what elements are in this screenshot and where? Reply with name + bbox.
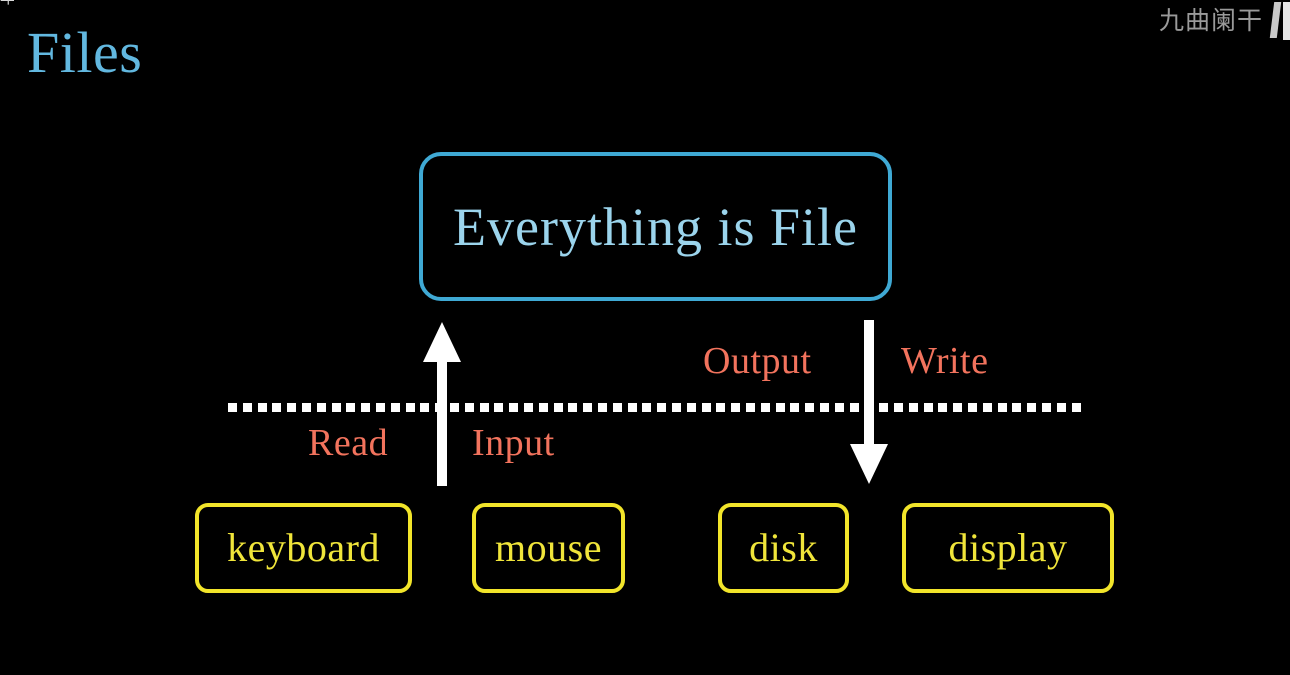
boundary-dot <box>228 403 237 412</box>
boundary-dot <box>450 403 459 412</box>
boundary-dot <box>686 403 696 412</box>
boundary-dot <box>494 403 504 412</box>
boundary-dot <box>938 403 948 412</box>
watermark-logo-bar-left <box>1269 2 1282 38</box>
corner-glyph: 年 <box>0 0 14 7</box>
boundary-dot <box>583 403 593 412</box>
boundary-dot <box>760 403 770 412</box>
flow-label-read: Read <box>308 422 389 464</box>
boundary-dot <box>257 403 267 412</box>
boundary-dot <box>598 403 607 412</box>
boundary-dot <box>524 403 533 412</box>
device-label-display: display <box>948 525 1068 570</box>
boundary-dot <box>376 403 385 412</box>
watermark-logo-icon <box>1266 0 1290 42</box>
boundary-dot <box>1042 403 1051 412</box>
boundary-dot <box>1071 403 1081 412</box>
concept-box-label: Everything is File <box>453 196 858 257</box>
boundary-dot <box>908 403 918 412</box>
flow-label-output: Output <box>703 340 812 382</box>
boundary-dot <box>509 403 519 412</box>
boundary-dot <box>553 403 563 412</box>
concept-box: Everything is File <box>419 152 892 301</box>
boundary-dot <box>316 403 326 412</box>
boundary-dot <box>1056 403 1066 412</box>
device-label-disk: disk <box>749 525 818 570</box>
watermark-logo-bar-right <box>1283 2 1290 40</box>
flow-label-write: Write <box>901 340 989 382</box>
boundary-dot <box>346 403 356 412</box>
boundary-dot <box>731 403 741 412</box>
page-title: Files <box>27 20 143 85</box>
boundary-dot <box>302 403 311 412</box>
output-arrow-down-icon <box>848 320 890 486</box>
boundary-dot <box>805 403 815 412</box>
device-label-mouse: mouse <box>495 525 602 570</box>
boundary-dot <box>272 403 282 412</box>
boundary-dot <box>746 403 755 412</box>
boundary-dot <box>716 403 726 412</box>
boundary-dotted-line <box>228 403 1083 412</box>
boundary-dot <box>331 403 341 412</box>
input-arrow-up-icon <box>421 320 463 486</box>
boundary-dot <box>405 403 415 412</box>
boundary-dot <box>642 403 652 412</box>
boundary-dot <box>790 403 800 412</box>
boundary-dot <box>538 403 548 412</box>
boundary-dot <box>834 403 844 412</box>
boundary-dot <box>997 403 1007 412</box>
boundary-dot <box>287 403 297 412</box>
boundary-dot <box>361 403 371 412</box>
boundary-dot <box>923 403 933 412</box>
device-box-display: display <box>902 503 1114 593</box>
device-box-mouse: mouse <box>472 503 625 593</box>
boundary-dot <box>1012 403 1022 412</box>
device-box-keyboard: keyboard <box>195 503 412 593</box>
boundary-dot <box>775 403 785 412</box>
device-label-keyboard: keyboard <box>227 525 380 570</box>
boundary-dot <box>894 403 903 412</box>
boundary-dot <box>849 403 859 412</box>
boundary-dot <box>701 403 711 412</box>
boundary-dot <box>953 403 963 412</box>
boundary-dot <box>242 403 252 412</box>
boundary-dot <box>879 403 889 412</box>
device-box-disk: disk <box>718 503 849 593</box>
boundary-dot <box>568 403 578 412</box>
watermark-text: 九曲阑干 <box>1158 6 1263 35</box>
boundary-dot <box>390 403 400 412</box>
boundary-dot <box>982 403 992 412</box>
boundary-dot <box>968 403 977 412</box>
boundary-dot <box>820 403 829 412</box>
flow-label-input: Input <box>472 422 555 464</box>
boundary-dot <box>479 403 489 412</box>
boundary-dot <box>612 403 622 412</box>
boundary-dot <box>657 403 667 412</box>
boundary-dot <box>464 403 474 412</box>
boundary-dot <box>1027 403 1037 412</box>
boundary-dot <box>420 403 430 412</box>
boundary-dot <box>627 403 637 412</box>
boundary-dot <box>672 403 681 412</box>
